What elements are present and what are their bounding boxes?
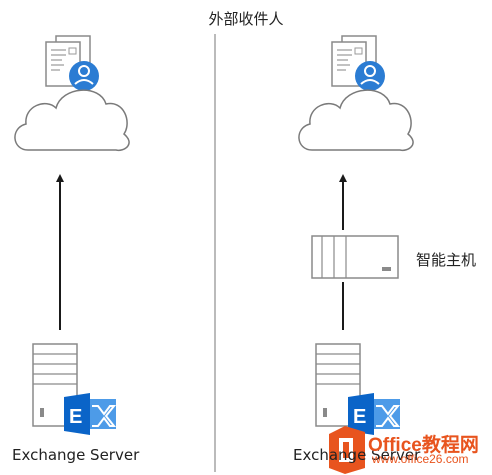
cloud-icon <box>14 89 130 152</box>
left-server-label: Exchange Server <box>12 446 140 464</box>
office-logo-icon <box>329 426 365 474</box>
smart-host-label: 智能主机 <box>416 251 477 269</box>
svg-text:E: E <box>69 406 82 428</box>
exchange-logo-icon: E <box>64 393 117 435</box>
watermark-url: www.office26.com <box>372 452 469 466</box>
smart-host-icon <box>311 235 399 279</box>
right-server-label: Exchange Server <box>293 446 421 464</box>
watermark-brand: Office教程网 <box>368 435 479 456</box>
exchange-logo-icon: E <box>348 393 401 435</box>
mail-recipient-icon <box>331 35 385 91</box>
svg-text:E: E <box>353 406 366 428</box>
mail-recipient-icon <box>45 35 99 91</box>
diagram-title: 外部收件人 <box>208 10 284 28</box>
cloud-icon <box>298 89 414 152</box>
